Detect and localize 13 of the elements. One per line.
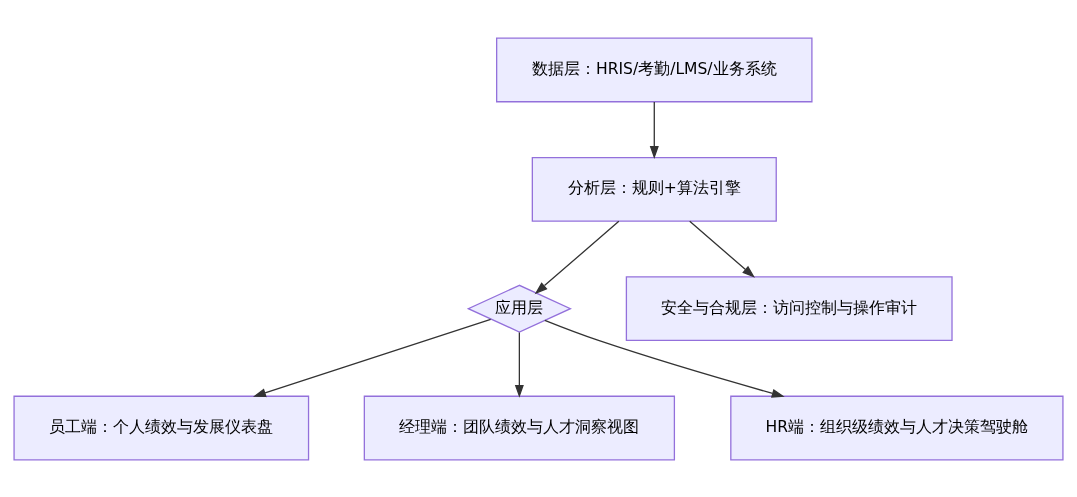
arrow xyxy=(649,100,659,159)
arrow xyxy=(514,331,524,398)
node-box: 安全与合规层：访问控制与操作审计 xyxy=(625,275,953,341)
node-box: 员工端：个人绩效与发展仪表盘 xyxy=(13,395,310,460)
node-box: 数据层：HRIS/考勤/LMS/业务系统 xyxy=(496,37,813,102)
node-box: HR端：组织级绩效与人才决策驾驶舱 xyxy=(730,395,1064,460)
arrow xyxy=(544,319,785,398)
arrow xyxy=(689,220,755,278)
node-box: 分析层：规则+算法引擎 xyxy=(531,156,777,222)
node-diamond: 应用层 xyxy=(466,284,572,333)
node-box: 经理端：团队绩效与人才洞察视图 xyxy=(363,395,676,460)
arrow xyxy=(534,220,620,294)
arrow xyxy=(253,318,492,397)
